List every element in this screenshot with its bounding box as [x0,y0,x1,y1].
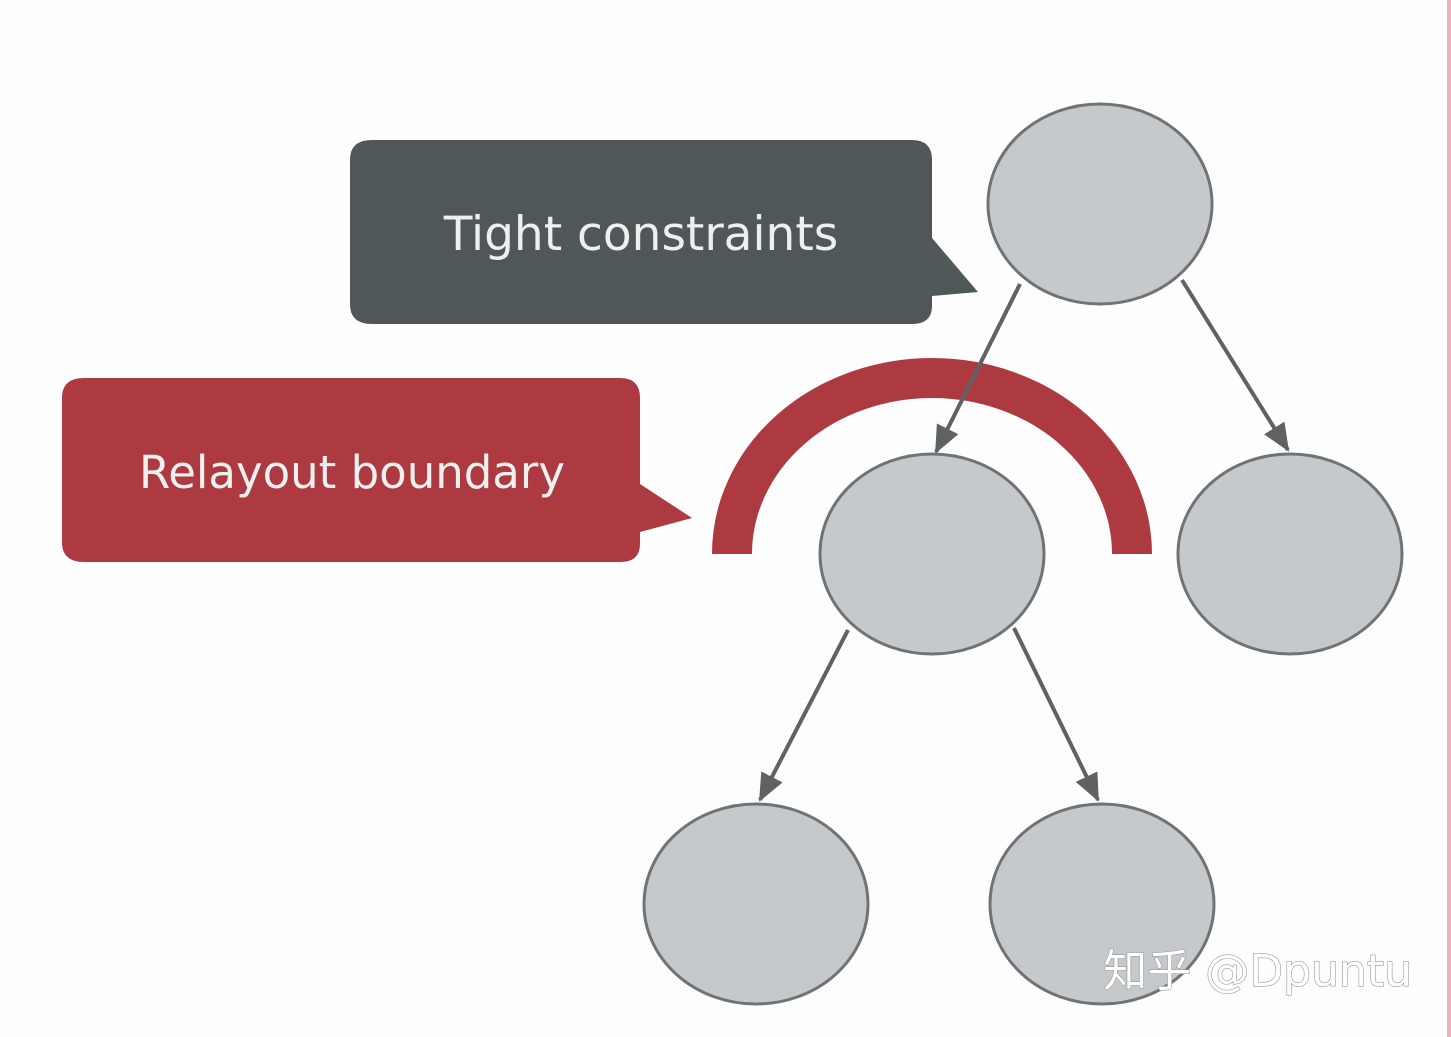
tight-constraints-label: Tight constraints [443,207,839,262]
watermark-text: 知乎 @Dpuntu [1103,946,1412,997]
edge-left-child-to-bottom-right [1012,627,1100,802]
right-edge-line [1447,0,1451,1037]
tight-constraints-bubble [350,140,978,324]
relayout-boundary-callout: Relayout boundary [62,378,692,562]
edge-left-child-to-bottom-left [758,629,850,802]
relayout-boundary-bubble [62,378,692,562]
tree-node-left-child [818,452,1046,656]
edge-root-to-left-child [934,283,1022,454]
tight-constraints-callout: Tight constraints [350,140,978,324]
relayout-boundary-label: Relayout boundary [139,446,565,499]
tree-node-right-child [1176,452,1404,656]
tree-node-bottom-right [988,802,1216,1006]
relayout-boundary-arc [712,358,1152,555]
edge-root-to-right-child [1180,278,1290,452]
tree-node-root [986,102,1214,306]
tree-node-bottom-left [642,802,870,1006]
